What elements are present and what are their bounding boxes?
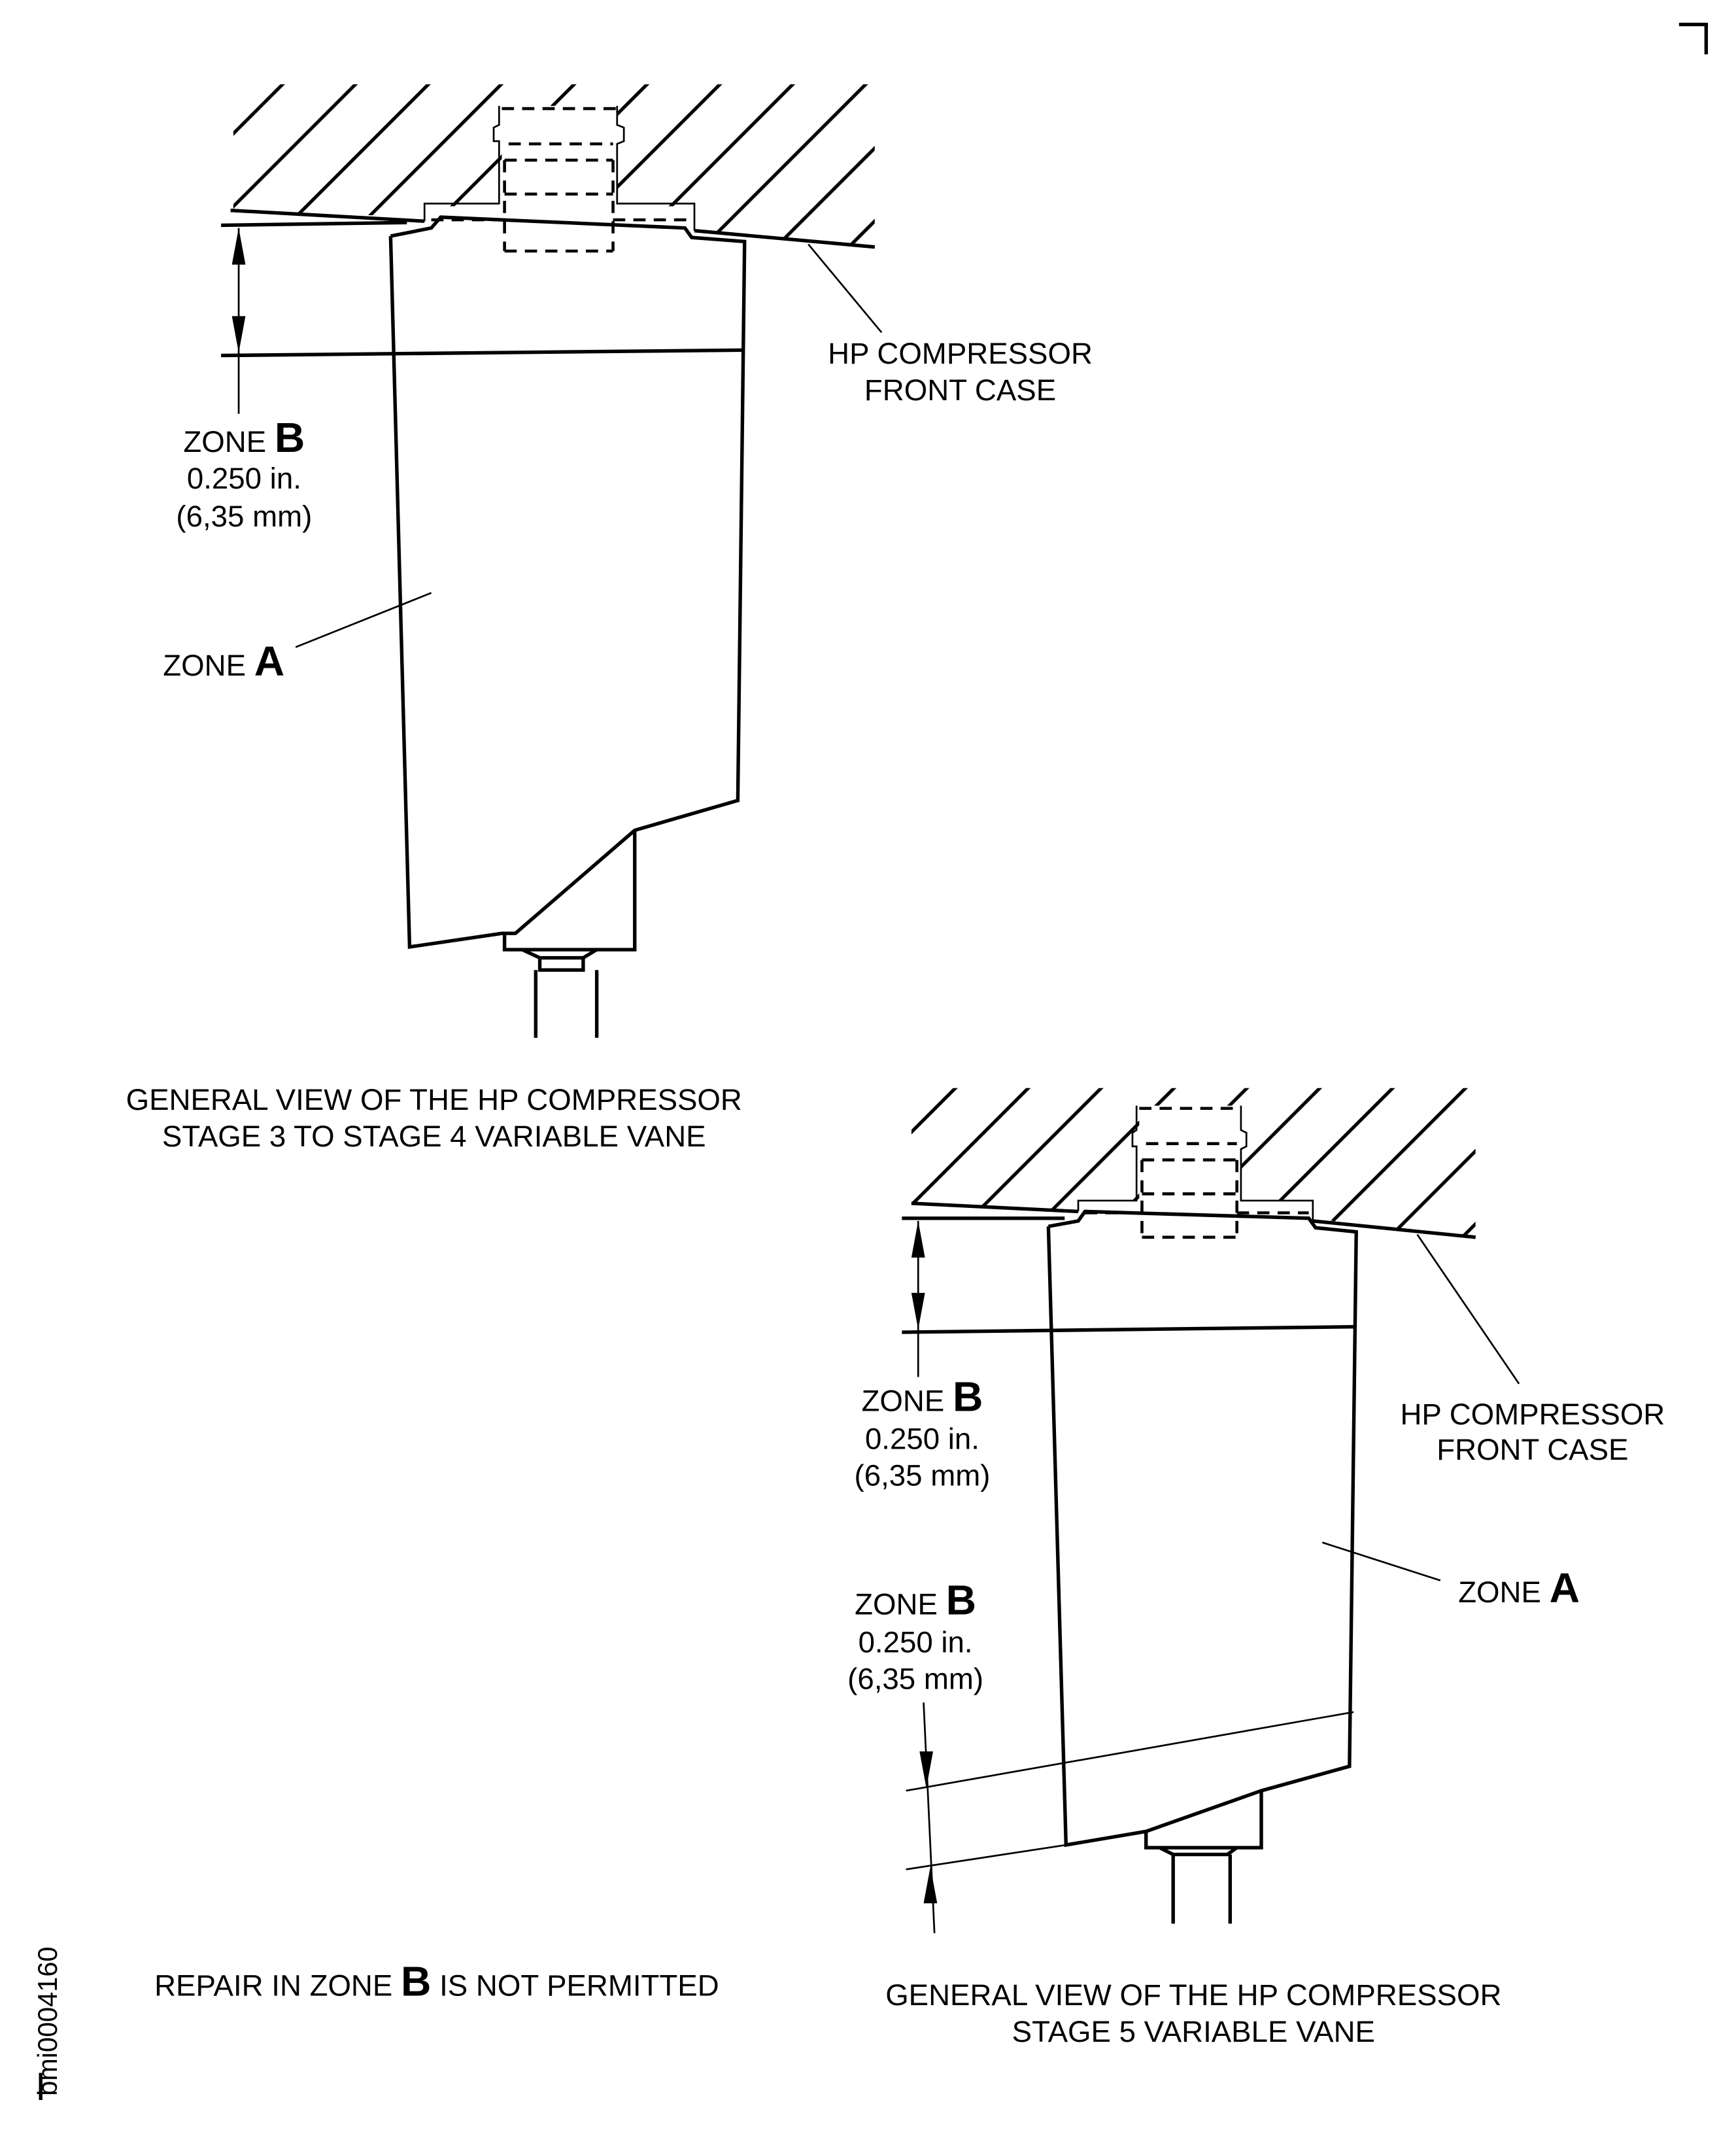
- zone-b-dim-mm: (6,35 mm): [855, 1458, 991, 1492]
- arrow-up-icon: [923, 1867, 938, 1904]
- zone-b-label: ZONE B: [183, 414, 305, 461]
- zone-b-dim-in: 0.250 in.: [187, 462, 301, 495]
- view-2-stage-5-vane: HP COMPRESSOR FRONT CASE ZONE B 0.250 in…: [847, 1088, 1665, 2048]
- case-leader: [808, 243, 883, 334]
- case-hatching: [911, 1088, 1476, 1237]
- zone-b-boundary: [902, 1325, 1355, 1334]
- arrow-down-icon: [911, 1292, 925, 1330]
- vane-outline: [1046, 1209, 1358, 1848]
- dim-extension-top: [221, 220, 407, 228]
- arrow-up-icon: [231, 228, 246, 265]
- zone-a-label: ZONE A: [163, 638, 284, 685]
- view-1-stage-3-4-vane: HP COMPRESSOR FRONT CASE ZONE B 0.250 in…: [126, 84, 1093, 1153]
- zone-a-label: ZONE A: [1458, 1564, 1580, 1611]
- trunnion-seat: [1077, 1105, 1314, 1221]
- zone-a-leader: [295, 592, 432, 648]
- trunnion-seat: [423, 105, 696, 231]
- case-label: FRONT CASE: [1437, 1433, 1628, 1466]
- zone-b-boundary: [221, 348, 745, 358]
- case-label: HP COMPRESSOR: [828, 337, 1093, 370]
- case-label: HP COMPRESSOR: [1400, 1398, 1665, 1431]
- zone-b-boundary-bottom: [906, 1711, 1354, 1792]
- case-label: FRONT CASE: [864, 373, 1056, 407]
- caption: GENERAL VIEW OF THE HP COMPRESSOR: [885, 1978, 1501, 2012]
- case-edge: [230, 208, 876, 249]
- caption: GENERAL VIEW OF THE HP COMPRESSOR: [126, 1083, 742, 1116]
- zone-b-label: ZONE B: [862, 1373, 983, 1420]
- zone-b-dim-in: 0.250 in.: [859, 1626, 973, 1659]
- vane-platform: [1144, 1791, 1263, 1924]
- dim-extension: [906, 1844, 1066, 1870]
- zone-a-leader: [1321, 1541, 1441, 1581]
- vane-platform: [502, 830, 637, 1038]
- corner-mark-top-right: [1678, 22, 1709, 55]
- caption: STAGE 3 TO STAGE 4 VARIABLE VANE: [162, 1120, 706, 1153]
- zone-b-dim-mm: (6,35 mm): [176, 500, 312, 533]
- repair-note: REPAIR IN ZONE B IS NOT PERMITTED: [154, 1957, 719, 2005]
- case-edge: [911, 1201, 1476, 1239]
- arrow-down-icon: [919, 1751, 934, 1788]
- arrow-up-icon: [911, 1220, 925, 1258]
- caption: STAGE 5 VARIABLE VANE: [1012, 2015, 1375, 2048]
- case-leader: [1416, 1233, 1520, 1385]
- trunnion-hidden: [431, 107, 688, 253]
- case-hatching: [233, 84, 875, 247]
- arrow-down-icon: [231, 316, 246, 353]
- zone-b-dim-in: 0.250 in.: [865, 1422, 979, 1455]
- zone-b-label: ZONE B: [855, 1576, 976, 1623]
- vane-outline: [388, 215, 747, 950]
- figure-id: bmi0004160: [32, 1947, 63, 2096]
- zone-b-dim-mm: (6,35 mm): [847, 1662, 983, 1696]
